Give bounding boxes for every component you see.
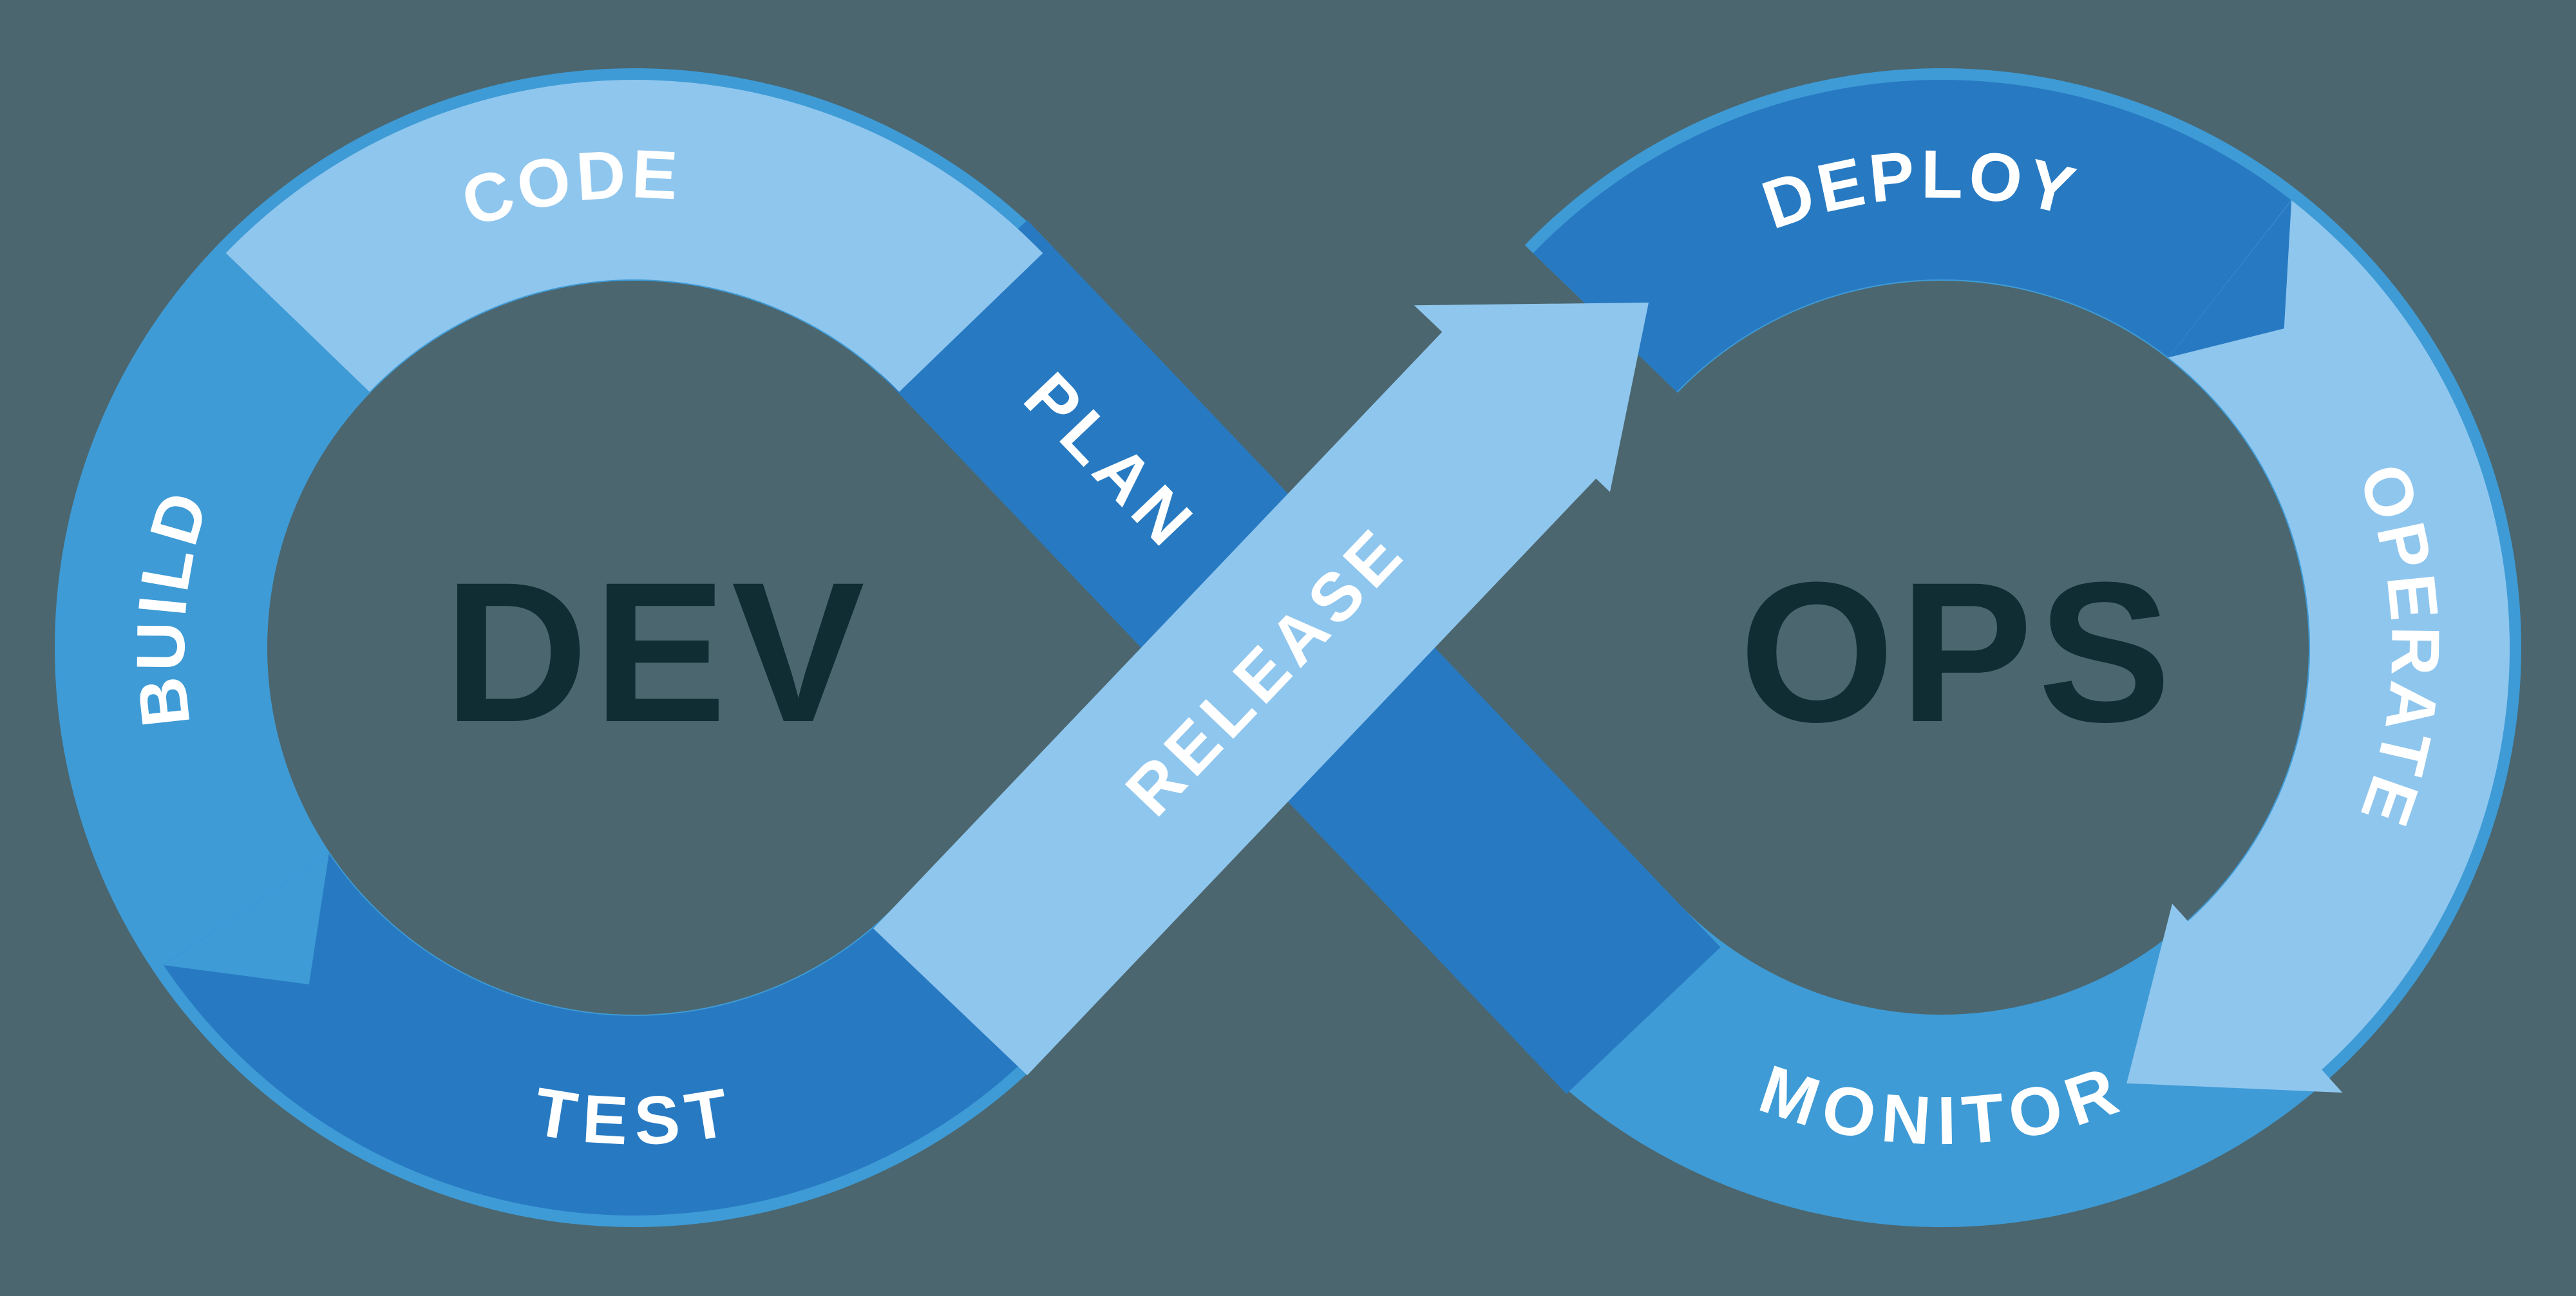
deploy-segment-arc (1533, 80, 2291, 393)
code-segment-arc (225, 80, 1043, 393)
test-label: TEST (529, 1073, 740, 1160)
build-to-test-chevron (163, 853, 329, 984)
test-label-text: TEST (529, 1073, 734, 1160)
operate-arrowhead-icon (2126, 903, 2343, 1093)
dev-loop-label: DEV (444, 540, 869, 764)
deploy-to-operate-chevron (2168, 200, 2292, 358)
ops-loop-label: OPS (1739, 540, 2177, 764)
operate-segment-arc (2168, 200, 2510, 1083)
test-segment-arc (163, 852, 1043, 1216)
release-segment-band-arrow (873, 303, 1649, 1076)
